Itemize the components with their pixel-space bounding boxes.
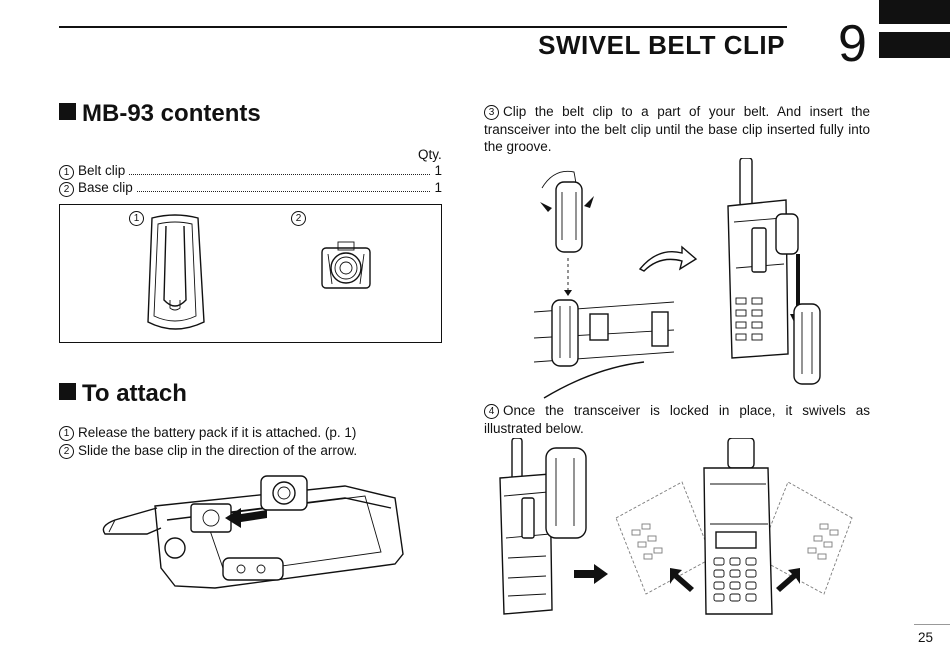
box-label-badge: 2 bbox=[291, 211, 306, 226]
step-text: Slide the base clip in the direction of … bbox=[78, 443, 358, 458]
step-text: Release the battery pack if it is attach… bbox=[78, 425, 357, 440]
qty-label: Qty. bbox=[418, 147, 442, 162]
step-number-badge: 4 bbox=[484, 404, 499, 419]
transceiver-insert-illustration bbox=[727, 158, 821, 385]
keypad-buttons-front bbox=[713, 557, 757, 602]
chapter-tab-marker-active bbox=[879, 32, 950, 58]
step-number-badge: 2 bbox=[59, 444, 74, 459]
step-text: Clip the belt clip to a part of your bel… bbox=[484, 104, 870, 154]
black-square-icon bbox=[59, 103, 76, 120]
step-number-badge: 3 bbox=[484, 105, 499, 120]
section-heading-contents: MB-93 contents bbox=[59, 100, 261, 128]
section-heading-attach: To attach bbox=[59, 380, 187, 408]
section-heading-text: MB-93 contents bbox=[82, 100, 261, 127]
transceiver-base-clip-illustration bbox=[102, 475, 404, 589]
chapter-number: 9 bbox=[838, 15, 867, 73]
step-text: Once the transceiver is locked in place,… bbox=[484, 403, 870, 436]
black-arrow-icon bbox=[574, 564, 608, 584]
belt-clip-on-belt-illustration bbox=[534, 170, 675, 399]
section-heading-text: To attach bbox=[82, 380, 187, 407]
item-name: Belt clip bbox=[78, 163, 126, 178]
contents-item: 2 Base clip 1 bbox=[59, 180, 442, 197]
page-number-rule bbox=[914, 624, 950, 625]
leader-dots bbox=[136, 191, 431, 192]
page-number: 25 bbox=[918, 630, 934, 645]
base-clip-illustration bbox=[321, 241, 371, 289]
box-label-badge: 1 bbox=[129, 211, 144, 226]
item-name: Base clip bbox=[78, 180, 133, 195]
page-header-title: SWIVEL BELT CLIP bbox=[538, 30, 785, 60]
keypad-buttons-right bbox=[807, 523, 839, 560]
attach-step: 1 Release the battery pack if it is attac… bbox=[59, 424, 442, 442]
chapter-tab-marker bbox=[879, 0, 950, 24]
contents-item: 1 Belt clip 1 bbox=[59, 163, 442, 180]
leader-dots bbox=[129, 174, 431, 175]
belt-clip-illustration bbox=[147, 214, 205, 330]
keypad-buttons-left bbox=[631, 523, 663, 560]
header-rule bbox=[59, 26, 787, 28]
curved-arrow-icon bbox=[638, 245, 698, 272]
step-number-badge: 1 bbox=[59, 426, 74, 441]
item-number-badge: 1 bbox=[59, 165, 74, 180]
keypad-buttons bbox=[735, 297, 763, 341]
item-number-badge: 2 bbox=[59, 182, 74, 197]
black-square-icon bbox=[59, 383, 76, 400]
transceiver-swivel-illustration bbox=[615, 438, 853, 615]
contents-illustration-box bbox=[59, 204, 442, 343]
transceiver-clipped-illustration bbox=[499, 438, 587, 615]
attach-step: 2 Slide the base clip in the direction of… bbox=[59, 442, 442, 460]
item-qty: 1 bbox=[434, 163, 442, 178]
item-qty: 1 bbox=[434, 180, 442, 195]
